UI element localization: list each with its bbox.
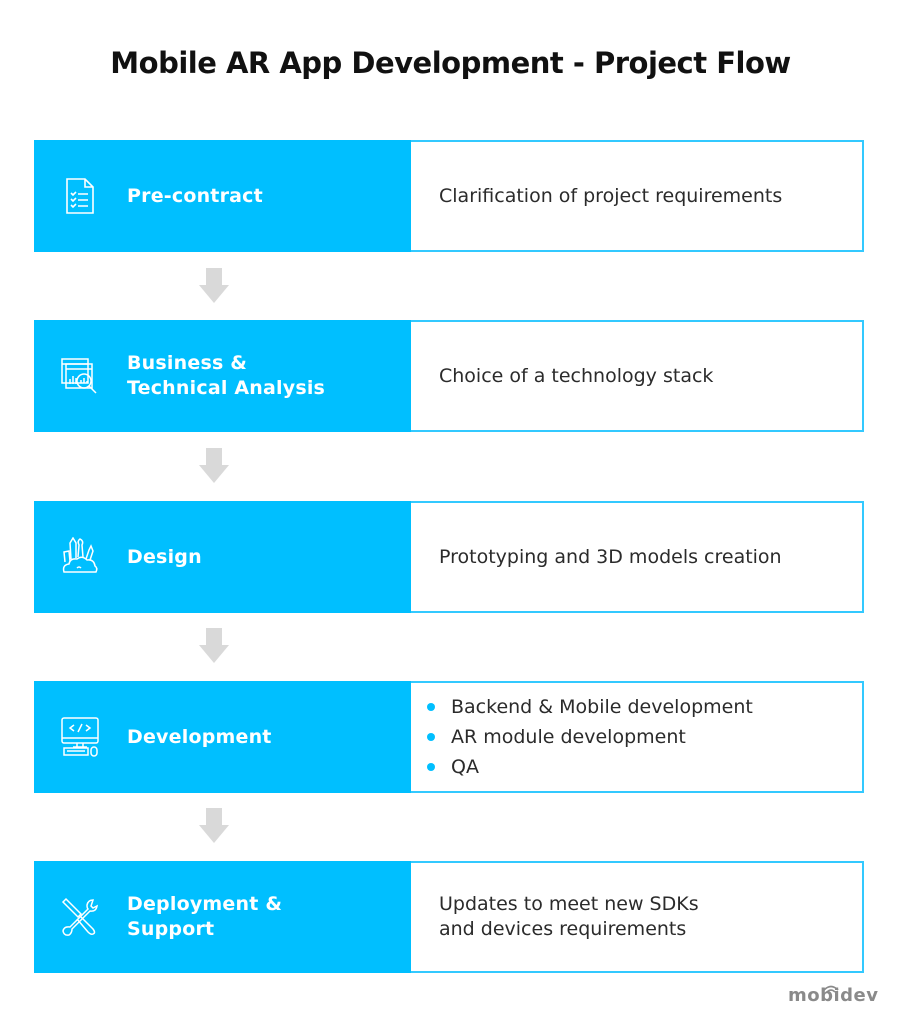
list-item: AR module development <box>427 722 753 752</box>
down-arrow-icon <box>199 628 229 663</box>
design-tools-icon <box>60 537 100 577</box>
stage-label-box: Business &Technical Analysis <box>34 320 411 432</box>
stage-label-box: Deployment &Support <box>34 861 411 973</box>
stage-label: Deployment &Support <box>127 893 283 940</box>
stage-label: Design <box>127 545 202 568</box>
stage-label: Business &Technical Analysis <box>127 352 326 399</box>
wifi-icon <box>823 985 839 993</box>
wrench-screwdriver-icon <box>60 897 100 937</box>
flow-step-deployment-support: Deployment &Support Updates to meet new … <box>34 861 864 973</box>
flow-step-design: Design Prototyping and 3D models creatio… <box>34 501 864 613</box>
stage-label: Development <box>127 725 272 748</box>
stage-description: Choice of a technology stack <box>411 320 864 432</box>
stage-description: Prototyping and 3D models creation <box>411 501 864 613</box>
flow-step-pre-contract: Pre-contract Clarification of project re… <box>34 140 864 252</box>
down-arrow-icon <box>199 808 229 843</box>
stage-label-box: Development <box>34 681 411 793</box>
list-item: Backend & Mobile development <box>427 692 753 722</box>
analytics-magnifier-icon <box>60 356 100 396</box>
flow-step-development: Development Backend & Mobile development… <box>34 681 864 793</box>
down-arrow-icon <box>199 268 229 303</box>
flow-step-business-technical-analysis: Business &Technical Analysis Choice of a… <box>34 320 864 432</box>
page-title: Mobile AR App Development - Project Flow <box>110 46 791 80</box>
stage-description: Clarification of project requirements <box>411 140 864 252</box>
down-arrow-icon <box>199 448 229 483</box>
stage-description: Backend & Mobile development AR module d… <box>411 681 864 793</box>
stage-label-box: Design <box>34 501 411 613</box>
computer-code-icon <box>60 717 100 757</box>
stage-label-box: Pre-contract <box>34 140 411 252</box>
list-item: QA <box>427 752 753 782</box>
stage-label: Pre-contract <box>127 184 263 207</box>
document-checklist-icon <box>60 176 100 216</box>
bullet-list: Backend & Mobile development AR module d… <box>411 692 753 782</box>
brand-logo: mobidev <box>788 985 879 1006</box>
